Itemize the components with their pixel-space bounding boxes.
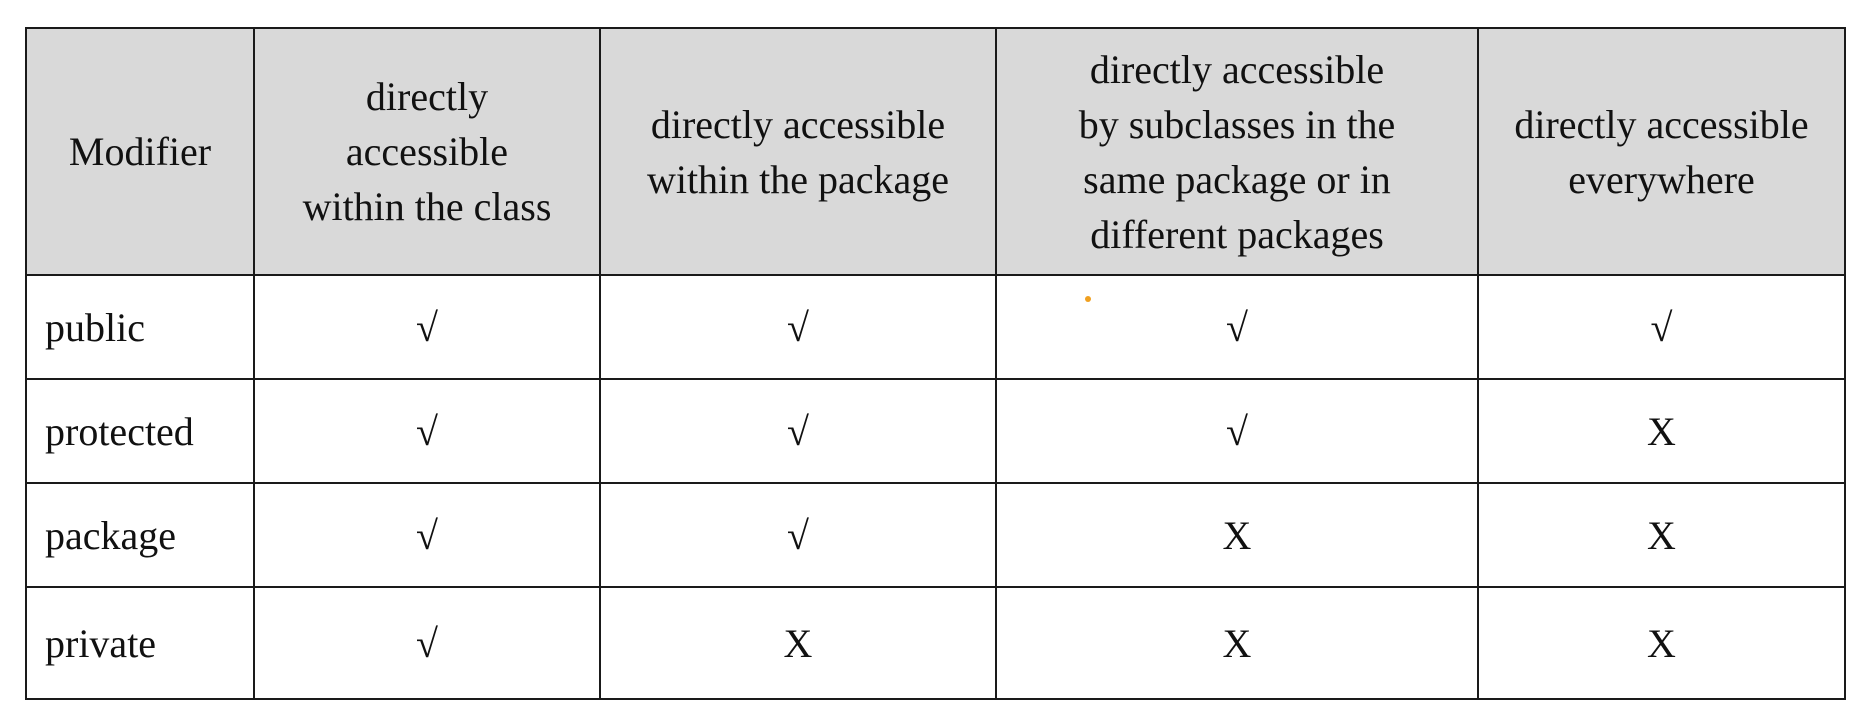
access-cell: √ [253,378,601,484]
access-cell-content: √ [997,295,1477,351]
access-cell: X [1477,586,1846,700]
table-row: private √ X X X [25,586,1846,700]
access-cell: X [995,586,1479,700]
modifier-name-cell: protected [25,378,255,484]
header-line: directly [365,74,489,119]
header-line: same package or in [1083,156,1391,202]
modifier-name-cell: private [25,586,255,700]
table-row: protected √ √ √ X [25,378,1846,484]
access-cell: √ [1477,274,1846,380]
access-cell: √ [995,274,1479,380]
access-cell: √ [253,586,601,700]
header-within-class: directly accessible within the class [253,27,601,276]
marker-dot-icon [1085,295,1091,302]
header-line: different packages [1090,211,1384,257]
header-line: Modifier [68,129,212,174]
access-cell: √ [253,274,601,380]
header-line: directly accessible [650,101,946,147]
header-line: directly accessible [1514,101,1809,147]
access-cell: X [599,586,997,700]
table-row: package √ √ X X [25,482,1846,588]
access-cell: √ [253,482,601,588]
header-line: accessible [345,129,509,174]
access-cell: X [995,482,1479,588]
header-line: everywhere [1568,156,1755,202]
access-cell: √ [599,482,997,588]
access-cell-value: √ [1226,304,1248,350]
header-within-package: directly accessible within the package [599,27,997,276]
table-row: public √ √ √ √ [25,274,1846,380]
header-line: by subclasses in the [1078,101,1396,147]
header-line: directly accessible [1089,46,1385,92]
header-line: within the package [646,156,950,202]
access-cell: √ [599,274,997,380]
header-modifier: Modifier [25,27,255,276]
access-cell: √ [599,378,997,484]
table-header-row: Modifier directly accessible within the … [25,27,1846,276]
header-by-subclasses: directly accessible by subclasses in the… [995,27,1479,276]
modifier-name-cell: public [25,274,255,380]
header-everywhere: directly accessible everywhere [1477,27,1846,276]
header-line: within the class [302,184,552,229]
modifier-name-cell: package [25,482,255,588]
access-cell: X [1477,482,1846,588]
access-cell: √ [995,378,1479,484]
access-modifier-table: Modifier directly accessible within the … [25,27,1846,700]
access-cell: X [1477,378,1846,484]
